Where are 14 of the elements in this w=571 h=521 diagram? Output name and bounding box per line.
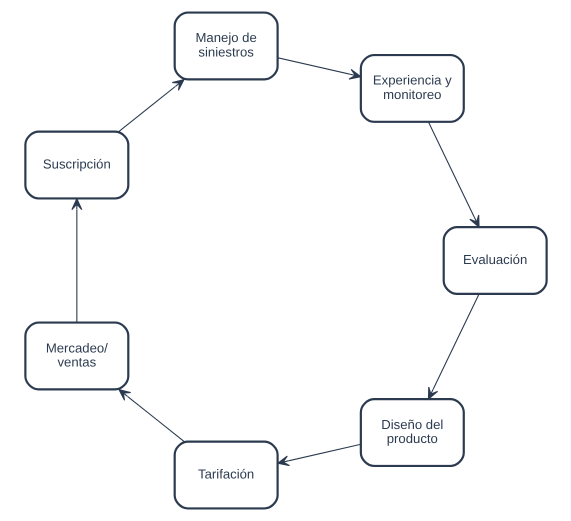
node-box: Tarifación [173, 440, 278, 510]
arrow [70, 198, 82, 322]
arrow [276, 444, 360, 466]
node-box: Diseño del producto [359, 398, 464, 468]
node-box: Evaluación [442, 226, 548, 295]
arrow [427, 122, 480, 228]
node-box: Suscripción [24, 130, 129, 200]
arrow [118, 79, 184, 132]
node-box: Mercadeo/ ventas [24, 321, 129, 390]
arrow [118, 389, 184, 442]
arrow [277, 57, 361, 80]
node-box: Experiencia y monitoreo [359, 54, 464, 123]
node-box: Manejo de siniestros [173, 11, 278, 80]
arrow [427, 294, 479, 400]
